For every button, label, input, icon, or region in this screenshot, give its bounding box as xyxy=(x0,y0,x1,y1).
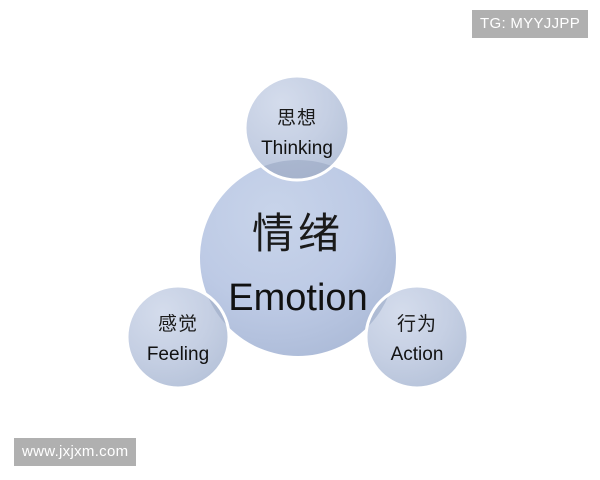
node-action-circle[interactable] xyxy=(366,286,468,388)
node-action-group[interactable]: 行为 Action xyxy=(349,270,489,410)
node-action-label-chinese: 行为 xyxy=(397,313,437,335)
node-thinking-circle[interactable] xyxy=(245,76,349,180)
node-feeling-label-english: Feeling xyxy=(147,344,209,365)
node-action-outline xyxy=(364,284,470,390)
node-thinking-group[interactable]: 思想 Thinking xyxy=(230,60,370,200)
node-action-label-english: Action xyxy=(391,344,444,365)
node-thinking-label-english: Thinking xyxy=(261,138,333,159)
center-label-chinese: 情绪 xyxy=(252,209,344,258)
node-feeling-circle[interactable] xyxy=(127,286,229,388)
watermark-bottom-left: www.jxjxm.com xyxy=(14,438,137,466)
node-feeling-outline xyxy=(125,284,231,390)
center-circle[interactable] xyxy=(200,160,396,356)
node-feeling-group[interactable]: 感觉 Feeling xyxy=(110,270,250,410)
node-feeling-label-chinese: 感觉 xyxy=(158,313,198,335)
node-thinking-label-chinese: 思想 xyxy=(277,107,317,129)
center-label-english: Emotion xyxy=(228,277,367,319)
watermark-top-right: TG: MYYJJPP xyxy=(472,10,588,38)
center-circle-group[interactable]: 情绪 Emotion xyxy=(200,160,396,356)
node-thinking-outline xyxy=(243,74,351,182)
